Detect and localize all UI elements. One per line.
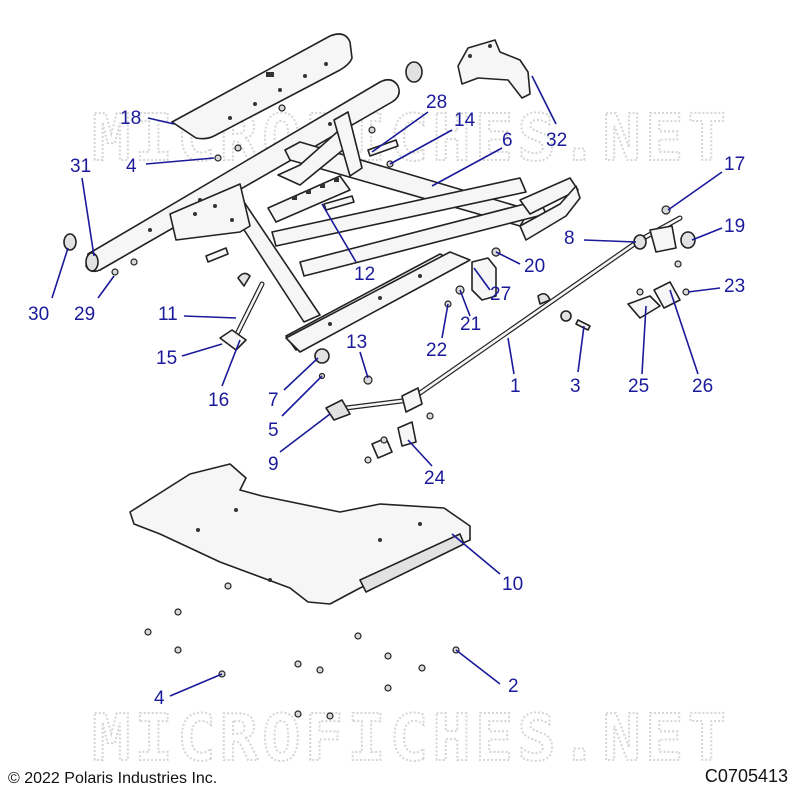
callout-6: 6 — [502, 130, 513, 151]
callout-30: 30 — [28, 304, 49, 325]
skid-plate-part-10 — [129, 463, 471, 605]
fasteners-bottom — [144, 582, 460, 720]
copyright-notice: © 2022 Polaris Industries Inc. — [8, 770, 218, 787]
callout-24: 24 — [424, 468, 446, 489]
fasteners-top — [130, 104, 501, 385]
bushing-part-7 — [314, 348, 330, 364]
callout-7: 7 — [268, 390, 279, 411]
callout-17: 17 — [724, 154, 745, 175]
cap-part-30 — [63, 233, 77, 251]
callout-10: 10 — [502, 574, 523, 595]
callout-25: 25 — [628, 376, 649, 397]
callout-3: 3 — [570, 376, 581, 397]
fastener-part-3 — [560, 310, 591, 331]
plate-part-18 — [171, 33, 353, 140]
callout-12: 12 — [354, 264, 375, 285]
bolt-part-29 — [111, 268, 119, 276]
callout-14: 14 — [454, 110, 476, 131]
rail-lower — [285, 251, 471, 353]
callout-32: 32 — [546, 130, 567, 151]
callout-4-bottom: 4 — [154, 688, 165, 709]
bracket-part-32 — [457, 39, 531, 99]
callout-19: 19 — [724, 216, 745, 237]
leader-lines — [51, 75, 723, 697]
diagram-code: C0705413 — [704, 766, 788, 786]
callout-22: 22 — [426, 340, 447, 361]
callout-16: 16 — [208, 390, 229, 411]
bracket-part-24 — [364, 421, 417, 464]
callout-11: 11 — [158, 304, 178, 325]
callout-4-top: 4 — [126, 156, 137, 177]
callout-18: 18 — [120, 108, 141, 129]
watermark-bottom: MICROFICHES.NET — [92, 702, 730, 776]
callout-1: 1 — [510, 376, 521, 397]
callout-31: 31 — [70, 156, 91, 177]
callout-5: 5 — [268, 420, 279, 441]
callout-13: 13 — [346, 332, 367, 353]
bushing-part-9 — [325, 399, 351, 421]
callout-26: 26 — [692, 376, 713, 397]
callout-20: 20 — [524, 256, 545, 277]
callout-27: 27 — [490, 284, 511, 305]
callout-23: 23 — [724, 276, 745, 297]
callout-29: 29 — [74, 304, 95, 325]
parts-artwork — [63, 33, 696, 720]
pivot-parts-8-17-19 — [633, 205, 696, 268]
callout-labels: 18 28 14 6 32 31 4 17 8 19 12 20 30 29 2… — [28, 92, 745, 709]
callout-21: 21 — [460, 314, 481, 335]
callout-15: 15 — [156, 348, 177, 369]
bracket-part-25-26 — [627, 281, 690, 319]
callout-9: 9 — [268, 454, 279, 475]
callout-28: 28 — [426, 92, 447, 113]
link-part-11 — [219, 272, 265, 351]
callout-2: 2 — [508, 676, 519, 697]
bushing-top — [405, 61, 423, 83]
frame-part-6 — [169, 111, 581, 351]
tube-part-31 — [85, 78, 400, 273]
callout-8: 8 — [564, 228, 575, 249]
